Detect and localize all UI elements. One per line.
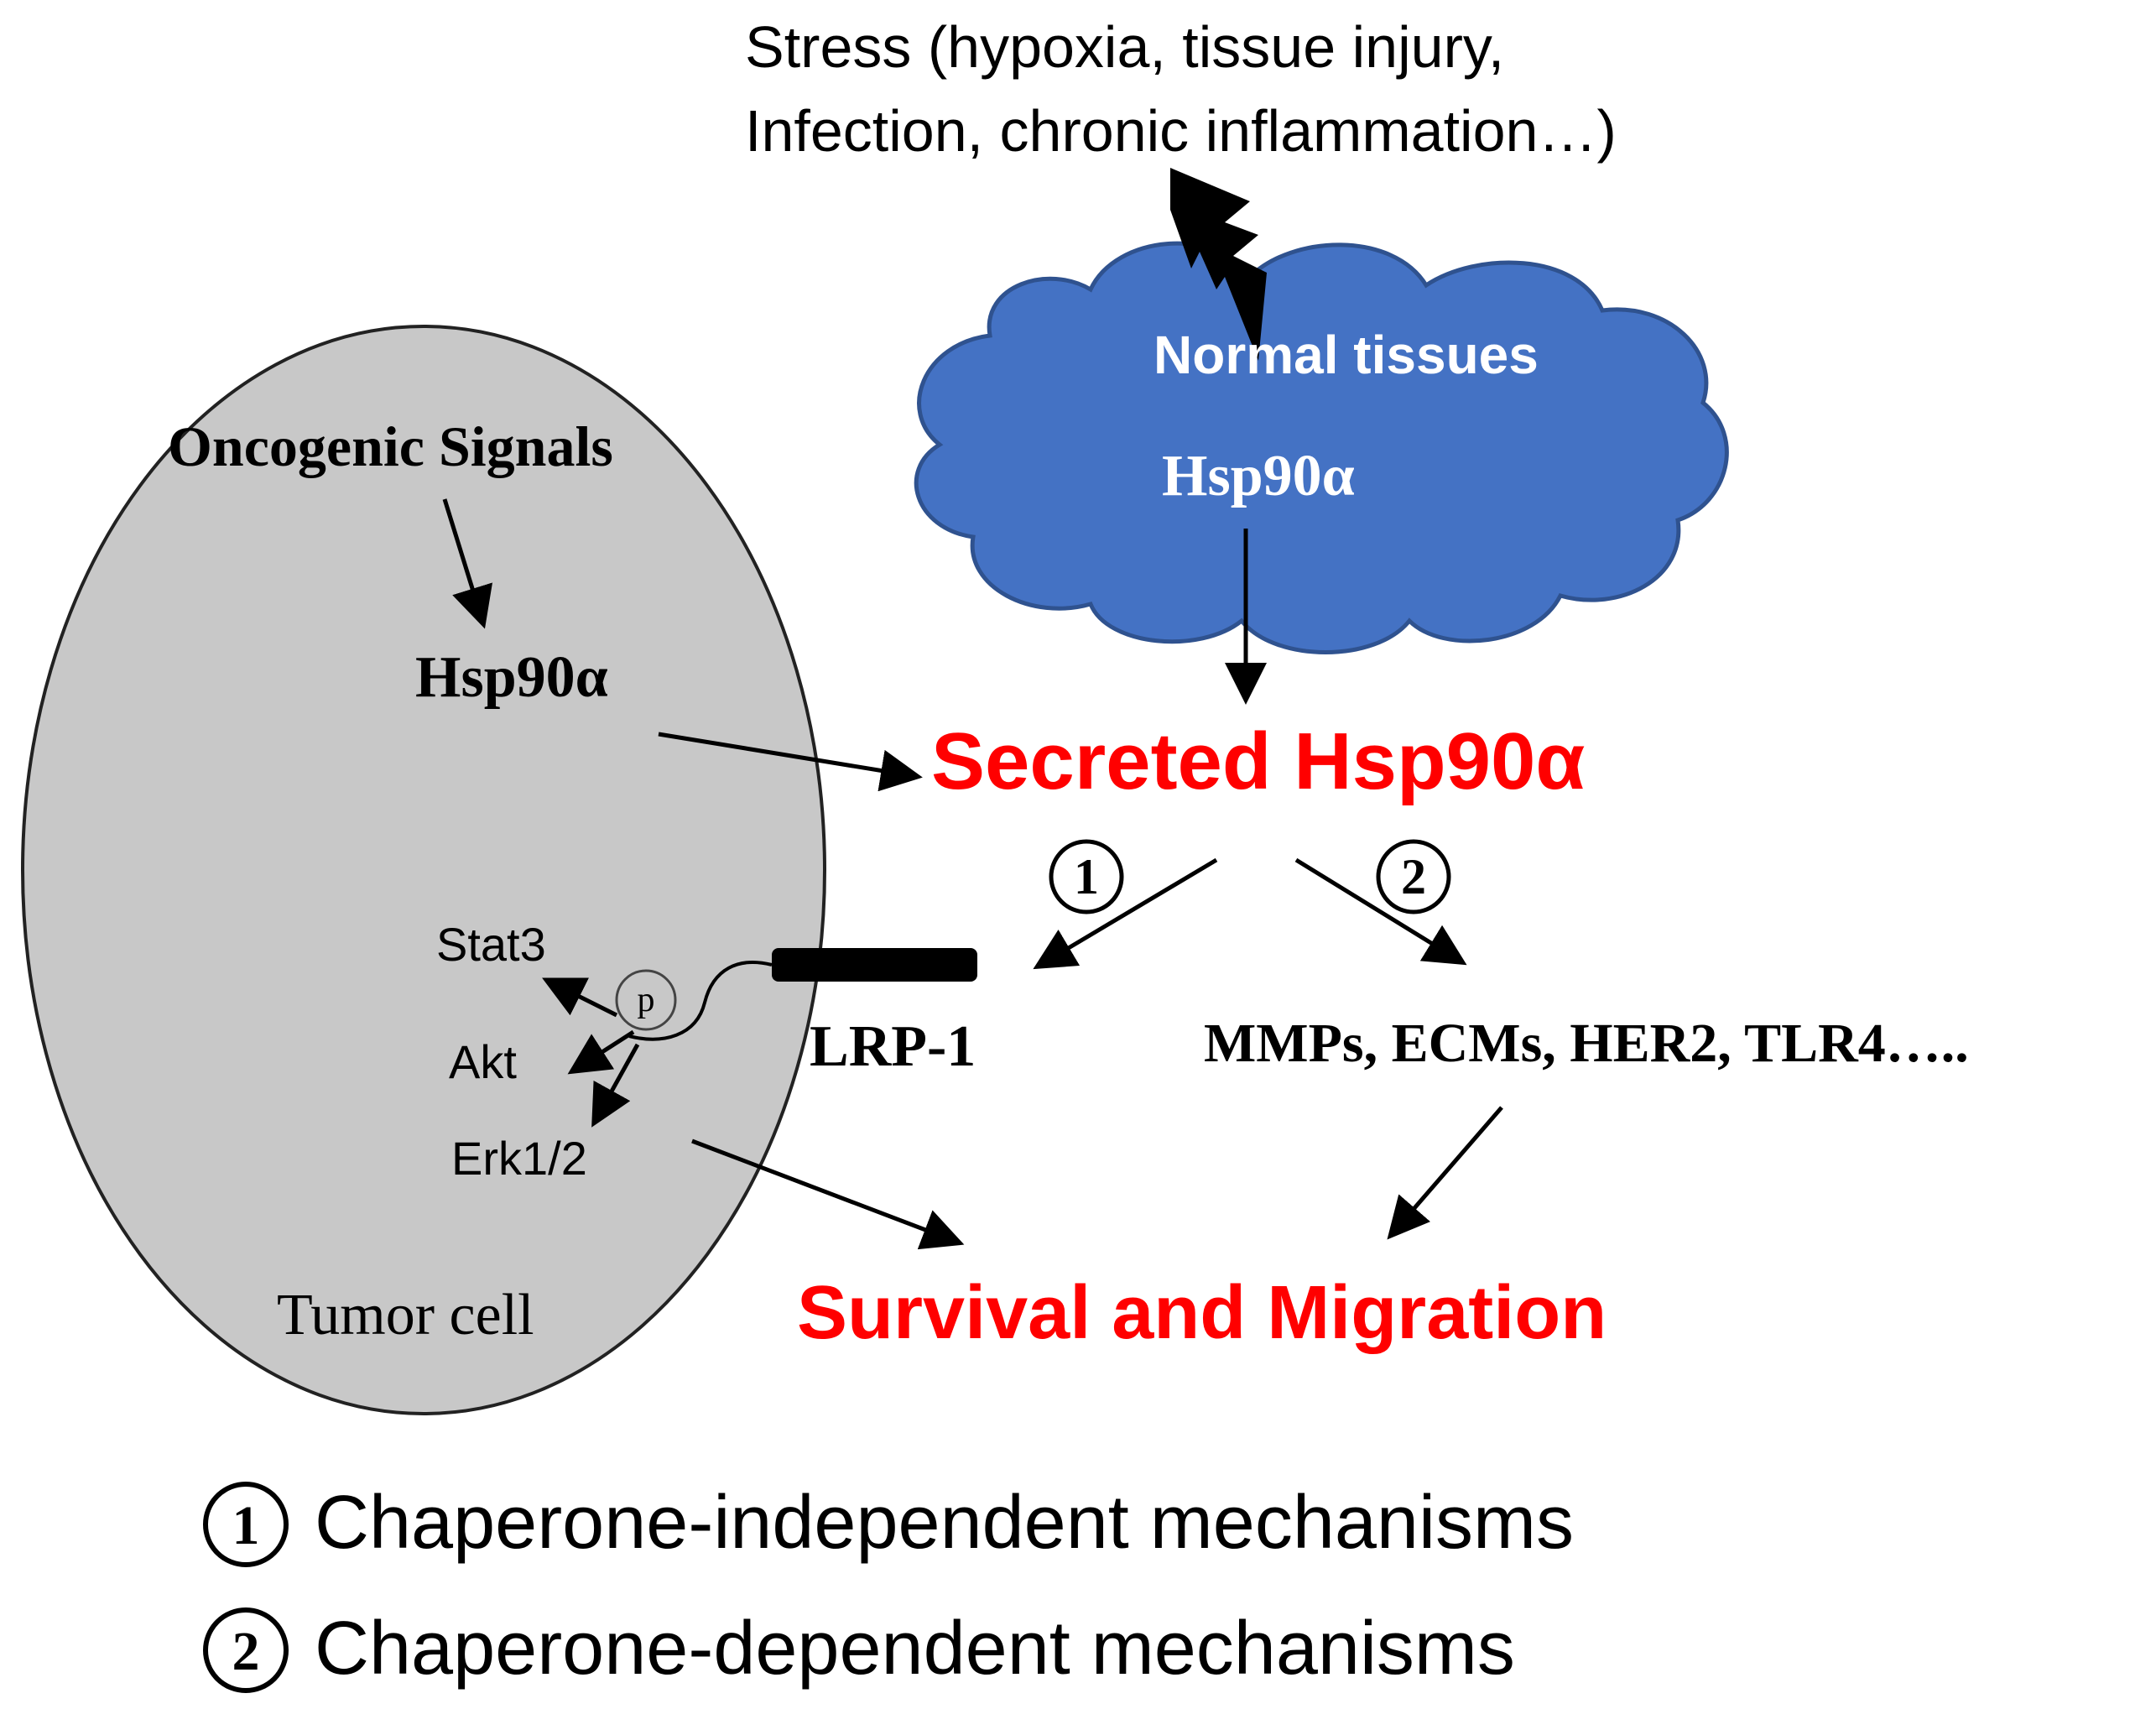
arrow-p-to-akt	[567, 1029, 635, 1075]
normal-tissues-cloud	[914, 241, 1729, 654]
stat3-label: Stat3	[436, 918, 546, 971]
akt-label: Akt	[449, 1035, 517, 1088]
oncogenic-signals-label: Oncogenic Signals	[168, 414, 613, 478]
erk-label: Erk1/2	[451, 1132, 587, 1185]
arrow-erk-to-outcome	[691, 1138, 965, 1250]
arrow-oncogenic-to-hsp	[442, 498, 493, 629]
legend-1-circle	[203, 1482, 289, 1567]
legend-1-num: 1	[232, 1495, 260, 1556]
arrow-targets-to-outcome	[1387, 1106, 1503, 1240]
marker-1-circle	[1049, 839, 1124, 914]
lrp1-receptor-bar	[772, 948, 977, 982]
lightning-bolt-icon	[1170, 168, 1267, 361]
arrow-to-targets	[1294, 857, 1467, 966]
arrow-cell-hsp-to-secreted	[658, 732, 923, 792]
marker-2-label: 2	[1401, 849, 1426, 904]
outcome-label: Survival and Migration	[797, 1271, 1607, 1355]
legend-2-circle	[203, 1607, 289, 1693]
normal-tissues-hsp: Hsp90α	[1162, 444, 1355, 508]
phospho-label: p	[638, 981, 655, 1019]
targets-label: MMPs, ECMs, HER2, TLR4…..	[1204, 1013, 1969, 1074]
tumor-cell-ellipse	[21, 325, 826, 1415]
lrp1-label: LRP-1	[810, 1014, 976, 1079]
arrow-p-to-erk	[591, 1043, 640, 1128]
legend-2-num: 2	[232, 1621, 260, 1682]
arrow-p-to-stat3	[542, 977, 618, 1018]
normal-tissues-title: Normal tissues	[1154, 325, 1539, 385]
legend-1-text: Chaperone-independent mechanisms	[315, 1481, 1574, 1565]
marker-2-circle	[1376, 839, 1451, 914]
marker-1-label: 1	[1074, 849, 1099, 904]
tumor-cell-label: Tumor cell	[277, 1283, 534, 1347]
tumor-hsp-label: Hsp90α	[415, 645, 608, 710]
stress-line-2: Infection, chronic inflammation…)	[745, 98, 1617, 164]
arrow-to-lrp1	[1033, 857, 1218, 970]
lrp1-receptor-tail	[628, 961, 773, 1041]
stress-line-1: Stress (hypoxia, tissue injury,	[745, 14, 1504, 80]
secreted-hsp-label: Secreted Hsp90α	[931, 716, 1585, 806]
phospho-circle	[615, 969, 677, 1031]
legend: 1 Chaperone-independent mechanisms 2 Cha…	[203, 1481, 1574, 1693]
legend-2-text: Chaperone-dependent mechanisms	[315, 1607, 1515, 1691]
